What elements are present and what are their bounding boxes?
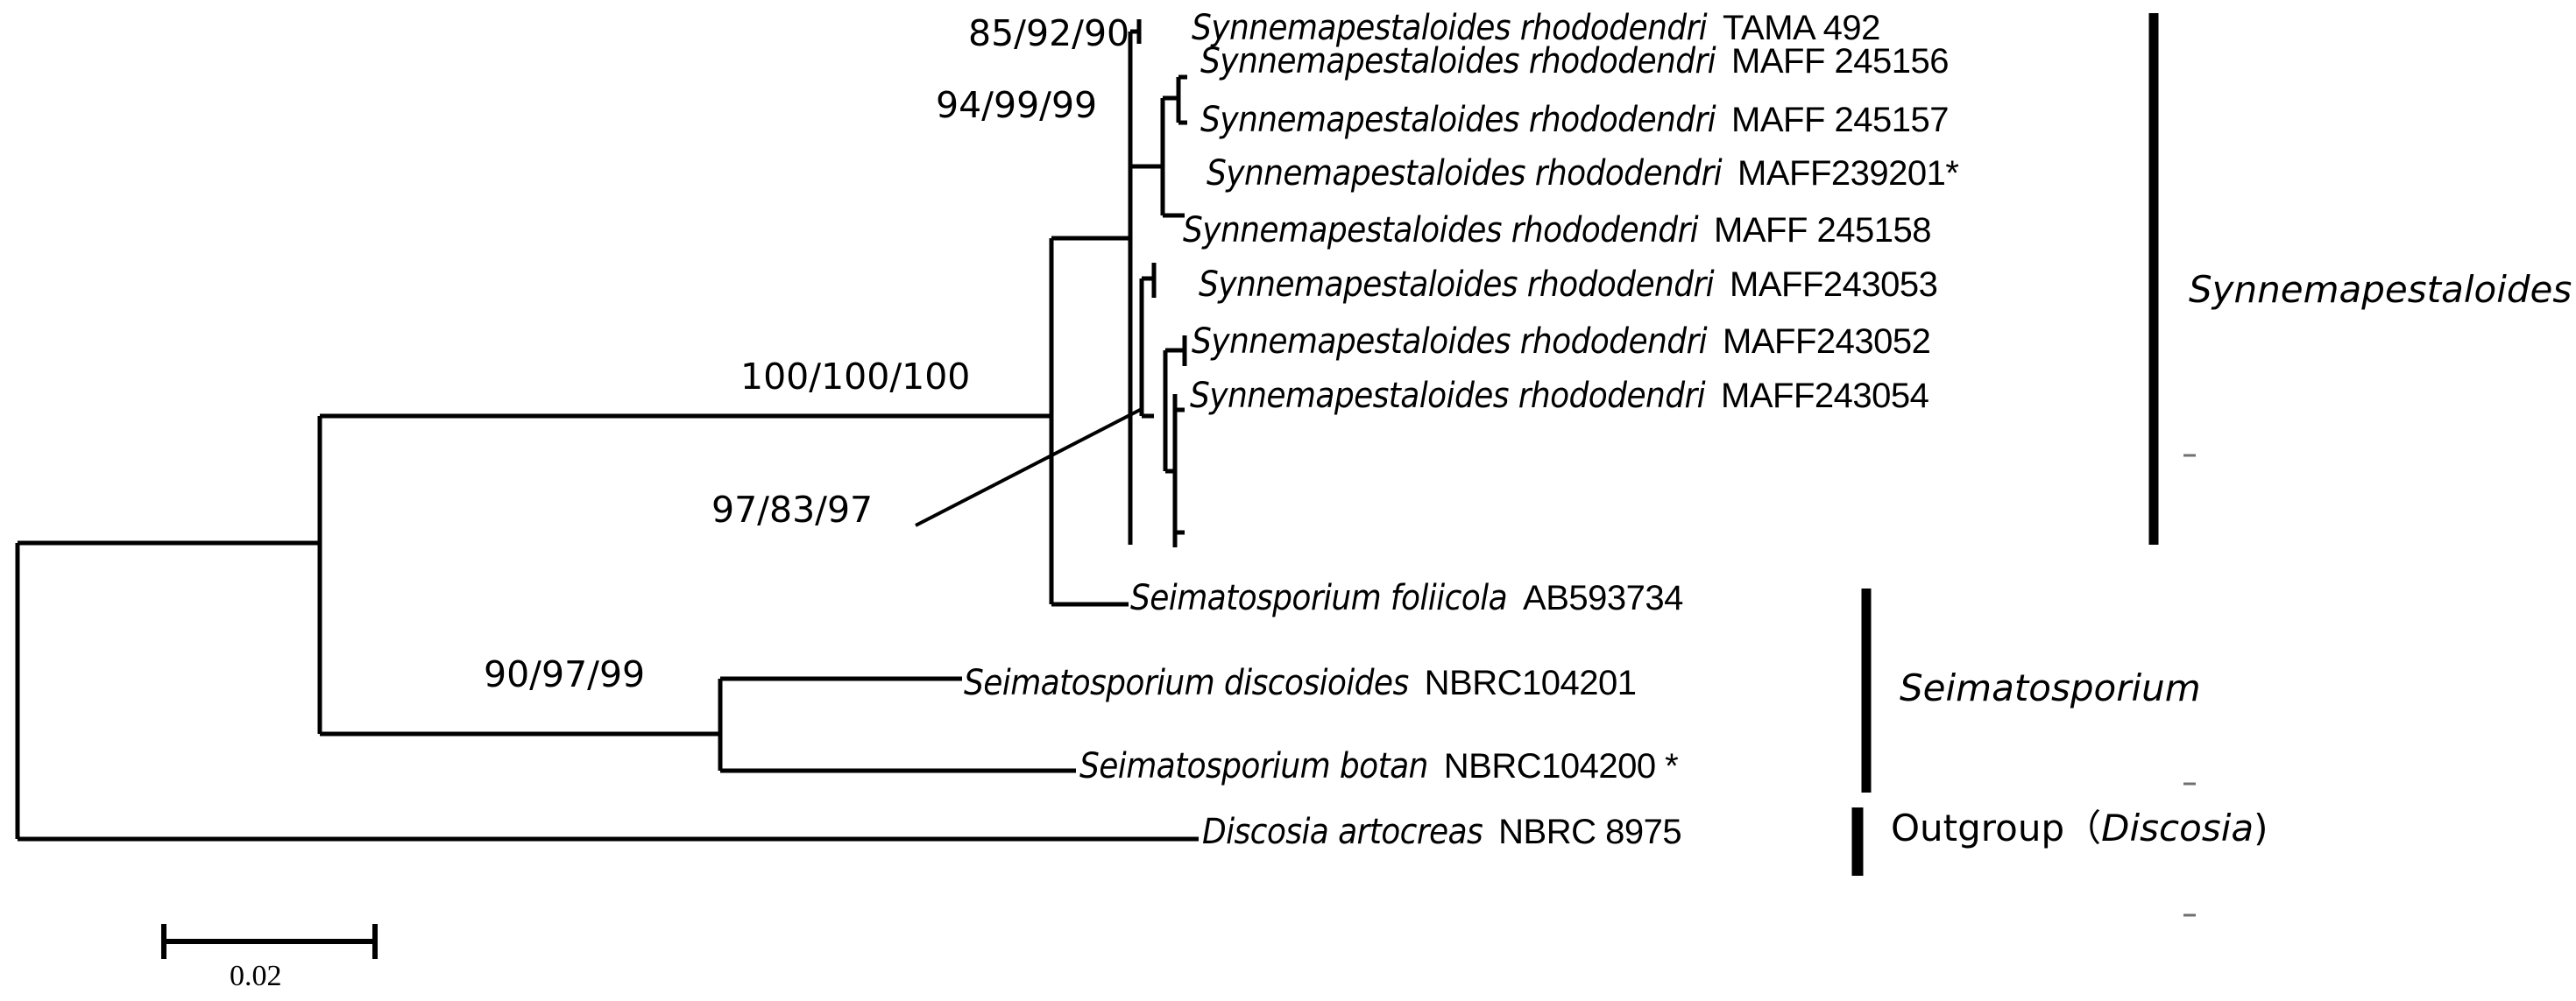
strain-id: MAFF239201* [1737,154,1959,193]
strain-id: AB593734 [1523,579,1683,617]
scale-bar-label: 0.02 [230,960,282,992]
taxon-label-t1: Synnemapestaloides rhododendri TAMA 492 [1192,11,1880,46]
species-name: Synnemapestaloides rhododendri [1199,264,1715,305]
species-name: Synnemapestaloides rhododendri [1192,8,1708,48]
species-name: Discosia artocreas [1202,812,1483,852]
taxon-label-t4: Synnemapestaloides rhododendri MAFF239201… [1207,153,1959,194]
species-name: Seimatosporium foliicola [1130,578,1508,618]
taxon-label-t10: Seimatosporium discosioides NBRC104201 [964,663,1637,703]
support-label-97-83-97: 97/83/97 [711,489,874,531]
strain-id: MAFF 245158 [1714,211,1932,250]
species-name: Synnemapestaloides rhododendri [1200,41,1716,81]
outgroup-text: Outgroup [1891,807,2065,849]
taxon-label-t3: Synnemapestaloides rhododendri MAFF 24515… [1200,100,1950,140]
taxon-label-t2: Synnemapestaloides rhododendri MAFF 24515… [1200,41,1950,81]
taxon-label-t5: Synnemapestaloides rhododendri MAFF 24515… [1183,210,1932,250]
strain-id: NBRC 8975 [1498,813,1682,851]
outgroup-paren-close: ) [2254,807,2268,849]
outgroup-genus: Discosia [2101,807,2254,849]
leader-line-97 [915,407,1143,527]
strain-id: MAFF243052 [1723,322,1931,361]
species-name: Synnemapestaloides rhododendri [1183,210,1699,250]
species-name: Synnemapestaloides rhododendri [1200,100,1716,140]
strain-id: MAFF 245156 [1731,42,1950,81]
support-label-90-97-99: 90/97/99 [484,653,646,695]
taxon-label-t6: Synnemapestaloides rhododendri MAFF243053 [1199,264,1938,305]
strain-id: MAFF243053 [1730,265,1938,304]
support-label-100-100-100: 100/100/100 [740,356,971,398]
strain-id: NBRC104200 * [1443,747,1679,786]
taxon-label-t7: Synnemapestaloides rhododendri MAFF243052 [1192,321,1931,362]
support-label-85-92-90: 85/92/90 [968,12,1130,54]
species-name: Synnemapestaloides rhododendri [1192,321,1708,362]
taxon-label-t11: Seimatosporium botan NBRC104200 * [1079,746,1679,786]
species-name: Seimatosporium botan [1079,746,1428,786]
taxon-label-t12: Discosia artocreas NBRC 8975 [1202,812,1682,852]
taxon-label-t8: Synnemapestaloides rhododendri MAFF243054 [1190,376,1929,416]
strain-id: TAMA 492 [1723,9,1880,47]
species-name: Synnemapestaloides rhododendri [1207,153,1723,194]
group-label-outgroup: Outgroup（Discosia) [1891,810,2268,847]
support-label-94-99-99: 94/99/99 [936,84,1098,126]
strain-id: MAFF 245157 [1731,101,1950,139]
outgroup-paren-open: （ [2064,807,2102,849]
species-name: Synnemapestaloides rhododendri [1190,376,1706,416]
group-label-synnemapestaloides: Synnemapestaloides [2189,268,2572,311]
species-name: Seimatosporium discosioides [964,663,1409,703]
taxon-label-t9: Seimatosporium foliicola AB593734 [1130,581,1683,616]
strain-id: MAFF243054 [1721,377,1929,415]
group-label-seimatosporium: Seimatosporium [1900,666,2201,709]
strain-id: NBRC104201 [1424,664,1637,702]
